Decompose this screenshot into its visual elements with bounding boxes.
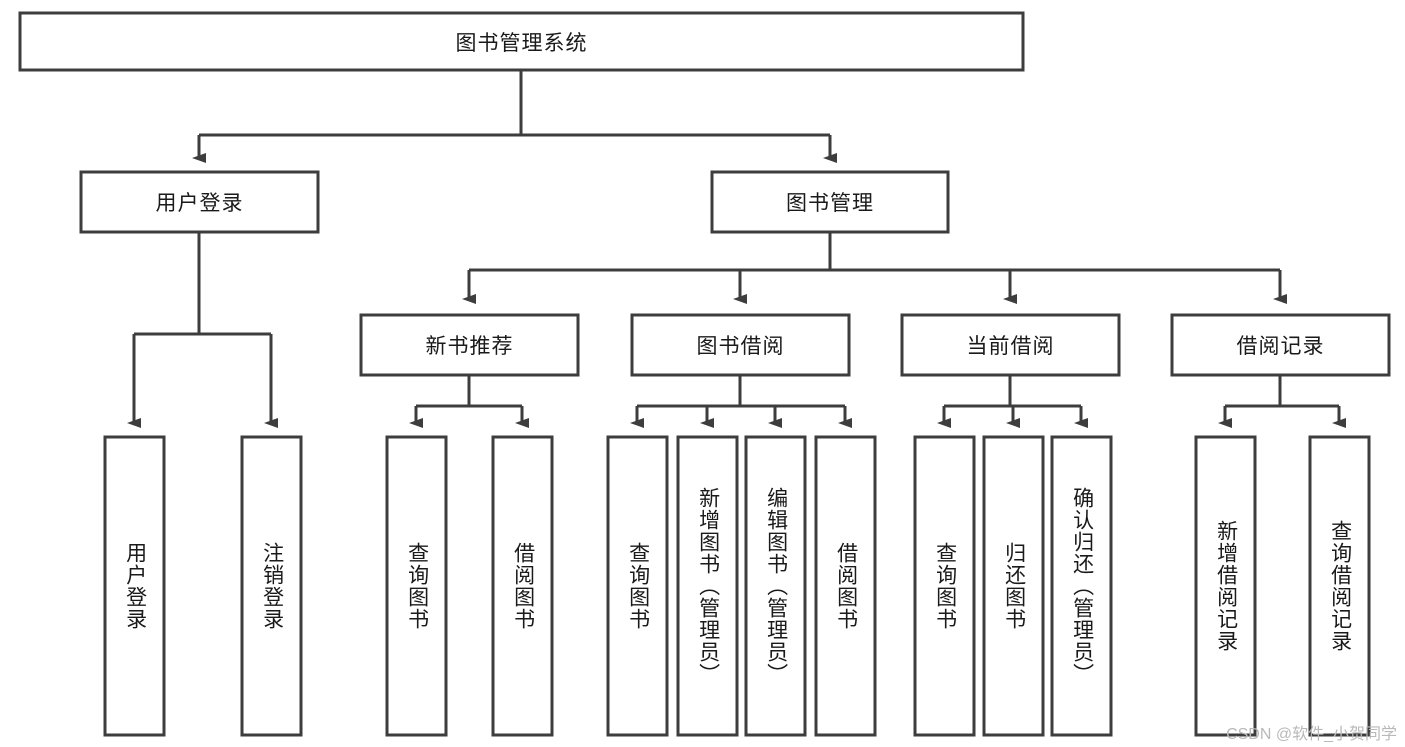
edge-bookborrow-to-leaves [630, 375, 852, 428]
leaf-current-borrow-0[interactable] [913, 435, 976, 737]
leaf-current-borrow-1[interactable] [982, 435, 1045, 737]
node-borrow-record[interactable] [1170, 313, 1391, 377]
leaf-new-book-0[interactable] [385, 435, 448, 737]
leaf-book-borrow-1[interactable] [676, 435, 739, 737]
watermark-text: CSDN @软件_小贺同学 [1226, 726, 1397, 743]
node-current-borrow[interactable] [900, 313, 1121, 377]
edge-userlogin-to-leaves [127, 232, 278, 428]
edge-root-to-level2 [192, 70, 837, 163]
leaf-borrow-record-0[interactable] [1194, 435, 1257, 737]
leaf-new-book-1[interactable] [491, 435, 554, 737]
node-new-book-recommend[interactable] [359, 313, 580, 377]
leaf-user-login-0[interactable] [103, 435, 166, 737]
node-book-management[interactable] [710, 170, 950, 234]
leaf-book-borrow-2[interactable] [744, 435, 807, 737]
leaf-current-borrow-2[interactable] [1050, 435, 1113, 737]
edge-borrowrecord-to-leaves [1218, 375, 1346, 428]
node-root[interactable] [18, 11, 1025, 72]
edge-currentborrow-to-leaves [937, 375, 1088, 428]
leaf-book-borrow-0[interactable] [606, 435, 669, 737]
edge-newbook-to-leaves [409, 375, 529, 428]
node-user-login[interactable] [79, 170, 320, 234]
node-book-borrow[interactable] [630, 313, 851, 377]
leaf-book-borrow-3[interactable] [814, 435, 877, 737]
leaf-user-login-1[interactable] [240, 435, 303, 737]
leaf-borrow-record-1[interactable] [1308, 435, 1371, 737]
edge-bookmgmt-to-level3 [462, 232, 1287, 304]
